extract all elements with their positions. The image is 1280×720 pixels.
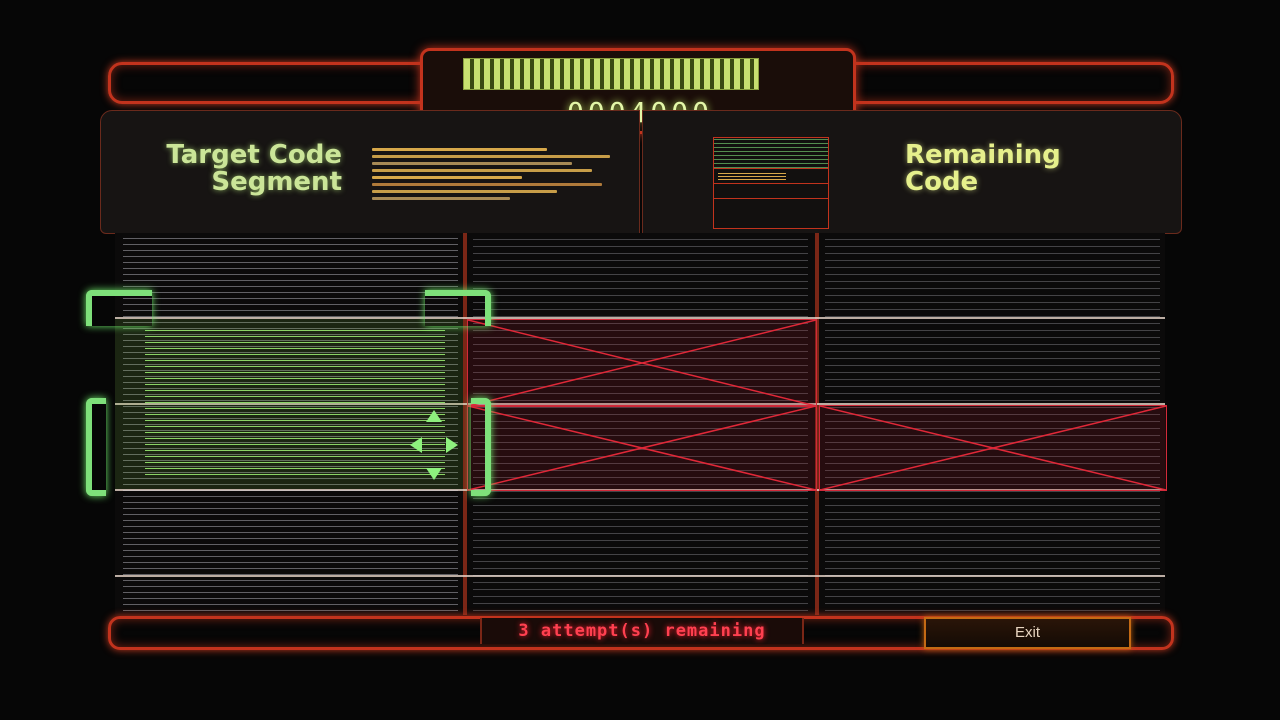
selection-bracket-top-left-icon xyxy=(86,290,152,326)
code-column-2[interactable] xyxy=(473,237,808,611)
bottom-frame xyxy=(108,616,1174,650)
exit-button[interactable]: Exit xyxy=(924,617,1131,649)
code-column-3[interactable] xyxy=(825,237,1160,611)
corrupted-block-3 xyxy=(819,405,1167,491)
attempts-bar: 3 attempt(s) remaining xyxy=(480,618,804,644)
selection-bracket-top-right-icon xyxy=(425,290,491,326)
code-minimap xyxy=(713,137,829,229)
remaining-label-line1: Remaining xyxy=(905,140,1061,170)
corrupted-block-1 xyxy=(467,319,817,407)
progress-ticks xyxy=(463,58,759,90)
selection-bracket-bottom-left-icon xyxy=(86,398,106,496)
four-way-arrow-icon[interactable] xyxy=(410,410,458,480)
target-code-label: Target Code Segment xyxy=(112,142,342,196)
selection-bracket-bottom-right-icon xyxy=(471,398,491,496)
corrupted-block-2 xyxy=(467,405,817,491)
target-label-line1: Target Code xyxy=(166,140,342,170)
remaining-code-label: Remaining Code xyxy=(905,142,1145,196)
target-code-snippet xyxy=(366,144,616,219)
remaining-label-line2: Code xyxy=(905,167,979,197)
code-grid xyxy=(115,233,1165,615)
target-label-line2: Segment xyxy=(211,167,342,197)
selected-code-block[interactable] xyxy=(115,319,463,489)
attempts-remaining-text: 3 attempt(s) remaining xyxy=(518,621,766,641)
